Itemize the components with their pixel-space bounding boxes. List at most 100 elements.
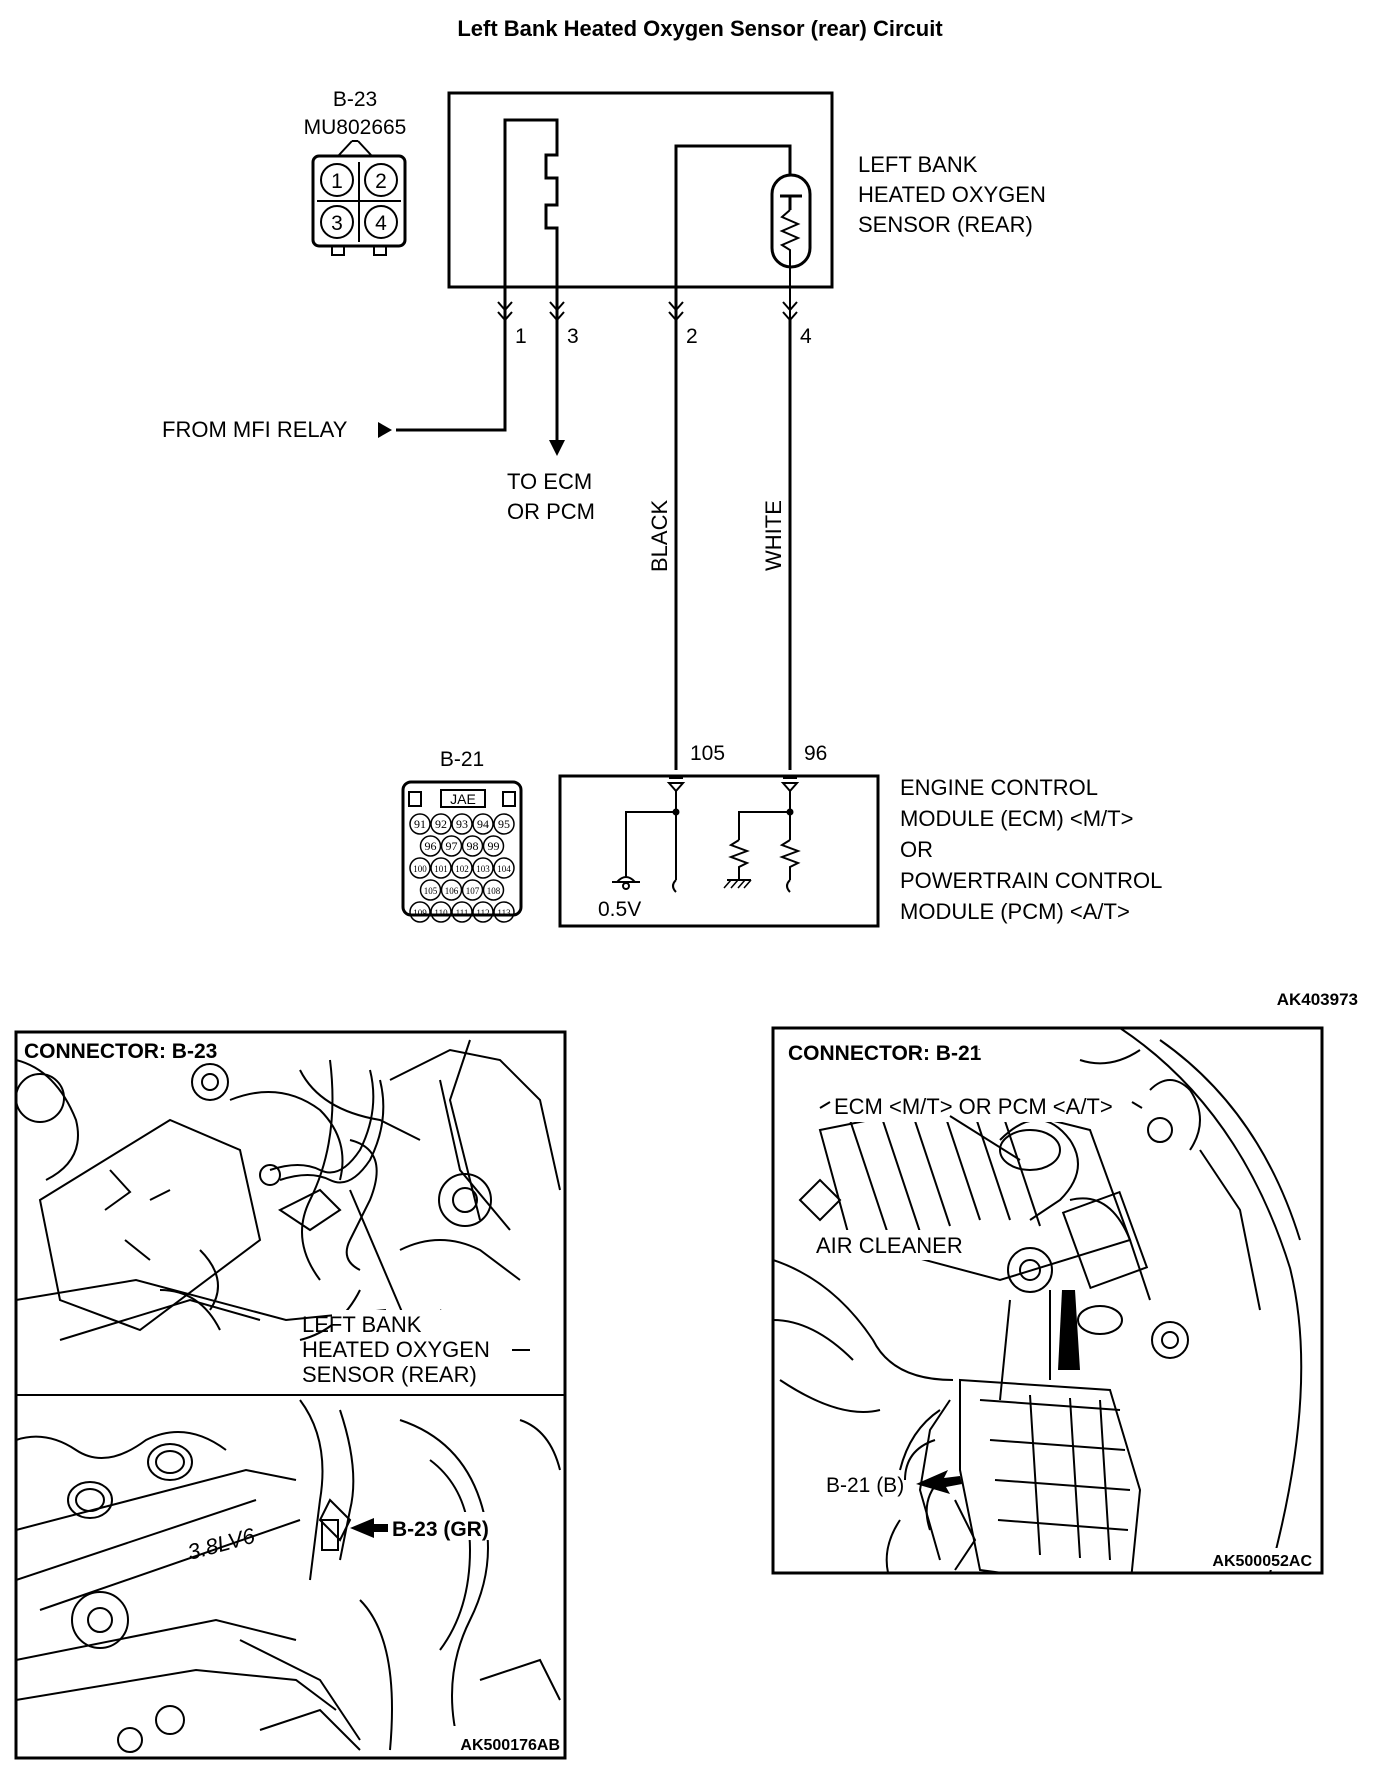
connector-b23-part-number: MU802665 <box>304 116 407 139</box>
connector-b21-id: B-21 <box>440 748 484 771</box>
b21-pin-socket <box>451 813 473 835</box>
to-ecm-line-2: OR PCM <box>507 499 595 524</box>
b21-pin-number: 108 <box>487 886 501 896</box>
ecm-box: 105 96 0.5V ENGINE CONTROL MODULE (ECM) … <box>558 742 1162 928</box>
b23-connector-location <box>321 1519 339 1551</box>
sensor-signal-wire <box>674 144 792 320</box>
engine-cover-lettering: 3.8LV6 <box>185 1523 258 1565</box>
ecm-voltage: 0.5V <box>598 898 641 921</box>
b21-pin-socket <box>409 813 431 835</box>
diagram-title: Left Bank Heated Oxygen Sensor (rear) Ci… <box>457 16 943 41</box>
panel-right-air-cleaner: AIR CLEANER <box>816 1233 963 1258</box>
b21-pin-number: 107 <box>466 886 480 896</box>
b21-location-arrow-icon <box>916 1470 962 1494</box>
sensor-label-line-1: LEFT BANK <box>858 152 978 177</box>
sensor-label-line-2: HEATED OXYGEN <box>858 182 1046 207</box>
b21-pin-socket <box>472 901 494 923</box>
wire-color-black: BLACK <box>647 500 672 572</box>
sensor-box: LEFT BANK HEATED OXYGEN SENSOR (REAR) <box>447 91 1046 320</box>
panel-right-arrow-label: B-21 (B) <box>826 1474 904 1497</box>
sensor-pin-2: 2 <box>686 325 698 348</box>
ecm-pin-96: 96 <box>804 742 827 765</box>
b21-pin-number: 91 <box>414 817 426 831</box>
panel-left-code: AK500176AB <box>460 1737 560 1754</box>
ecm-label-line-4: POWERTRAIN CONTROL <box>900 868 1162 893</box>
panel-left-arrow-label: B-23 (GR) <box>392 1518 489 1541</box>
panel-left-callout-line-1: LEFT BANK <box>302 1312 422 1337</box>
b21-pin-socket <box>472 813 494 835</box>
b21-pin-number: 97 <box>446 839 458 853</box>
b21-pin-socket <box>430 857 452 879</box>
b21-pin-number: 101 <box>434 864 448 874</box>
relay-feed-wire <box>396 320 507 432</box>
ecm-label-line-3: OR <box>900 837 933 862</box>
b21-pin-number: 92 <box>435 817 447 831</box>
b21-pin-number: 103 <box>476 864 490 874</box>
wire-color-white: WHITE <box>761 500 786 571</box>
b21-pin-socket <box>430 901 452 923</box>
b21-pin-socket <box>430 813 452 835</box>
b21-pin-number: 93 <box>456 817 468 831</box>
b23-pin-1: 1 <box>331 170 343 193</box>
relay-arrow-icon <box>378 422 392 438</box>
b21-pin-socket <box>409 901 431 923</box>
b21-pin-socket <box>440 835 463 857</box>
b21-pin-number: 113 <box>497 908 511 918</box>
b21-pin-number: 112 <box>476 908 489 918</box>
circuit-wires: FROM MFI RELAY TO ECM OR PCM BLACK WHITE <box>162 320 792 770</box>
b21-pin-socket <box>409 857 431 879</box>
b21-pin-number: 104 <box>497 864 511 874</box>
connector-b23-housing <box>311 154 407 248</box>
b21-pin-socket <box>419 879 442 901</box>
panel-connector-b21: CONNECTOR: B-21 ECM <M/T> OR PCM <A/T> A… <box>771 1026 1324 1575</box>
b21-pin-number: 110 <box>434 908 448 918</box>
b21-pin-number: 98 <box>467 839 479 853</box>
b21-pin-number: 105 <box>424 886 438 896</box>
sensor-pin-4: 4 <box>800 325 812 348</box>
b21-pin-number: 109 <box>413 908 427 918</box>
b23-pin-3: 3 <box>331 212 343 235</box>
engine-illustration-b21 <box>773 1028 1318 1573</box>
to-ecm-arrow-icon <box>549 440 565 456</box>
sensor-pin-1: 1 <box>515 325 527 348</box>
sensor-pin-chevrons: 1 3 2 4 <box>497 301 812 348</box>
ecm-label-line-1: ENGINE CONTROL <box>900 775 1098 800</box>
panel-right-ecm-label: ECM <M/T> OR PCM <A/T> <box>834 1094 1113 1119</box>
b23-pin-2: 2 <box>375 170 387 193</box>
b21-pin-number: 99 <box>488 839 500 853</box>
b21-pin-socket <box>440 879 463 901</box>
b21-pin-socket <box>482 835 505 857</box>
panel-left-title: CONNECTOR: B-23 <box>24 1040 217 1063</box>
connector-b21-brand: JAE <box>450 791 476 807</box>
figure-code-top: AK403973 <box>1277 990 1358 1009</box>
b21-pin-number: 102 <box>455 864 469 874</box>
b23-location-arrow-icon <box>350 1518 388 1538</box>
b21-pin-socket <box>461 879 484 901</box>
b21-pin-socket <box>419 835 442 857</box>
b21-pin-socket <box>482 879 505 901</box>
connector-latch-icon <box>338 140 372 156</box>
engine-illustration-b23: 3.8LV6 <box>16 1039 565 1753</box>
b21-pin-socket <box>451 857 473 879</box>
sensor-pin-3: 3 <box>567 325 579 348</box>
ecm-label-line-5: MODULE (PCM) <A/T> <box>900 899 1130 924</box>
b21-pin-number: 94 <box>477 817 489 831</box>
sensor-label-line-3: SENSOR (REAR) <box>858 212 1033 237</box>
connector-b23-id: B-23 <box>333 88 377 111</box>
b21-pin-socket <box>451 901 473 923</box>
b23-pin-4: 4 <box>375 212 387 235</box>
panel-right-title: CONNECTOR: B-21 <box>788 1042 982 1065</box>
ecm-pin-105: 105 <box>690 742 725 765</box>
b21-pin-number: 95 <box>498 817 510 831</box>
to-ecm-line-1: TO ECM <box>507 469 592 494</box>
b21-pin-number: 111 <box>456 908 469 918</box>
b21-pin-socket <box>461 835 484 857</box>
b21-pin-number: 106 <box>445 886 459 896</box>
b21-pin-number: 96 <box>425 839 437 853</box>
b21-pin-socket <box>493 901 515 923</box>
panel-left-callout-line-3: SENSOR (REAR) <box>302 1362 477 1387</box>
panel-right-code: AK500052AC <box>1212 1553 1312 1570</box>
